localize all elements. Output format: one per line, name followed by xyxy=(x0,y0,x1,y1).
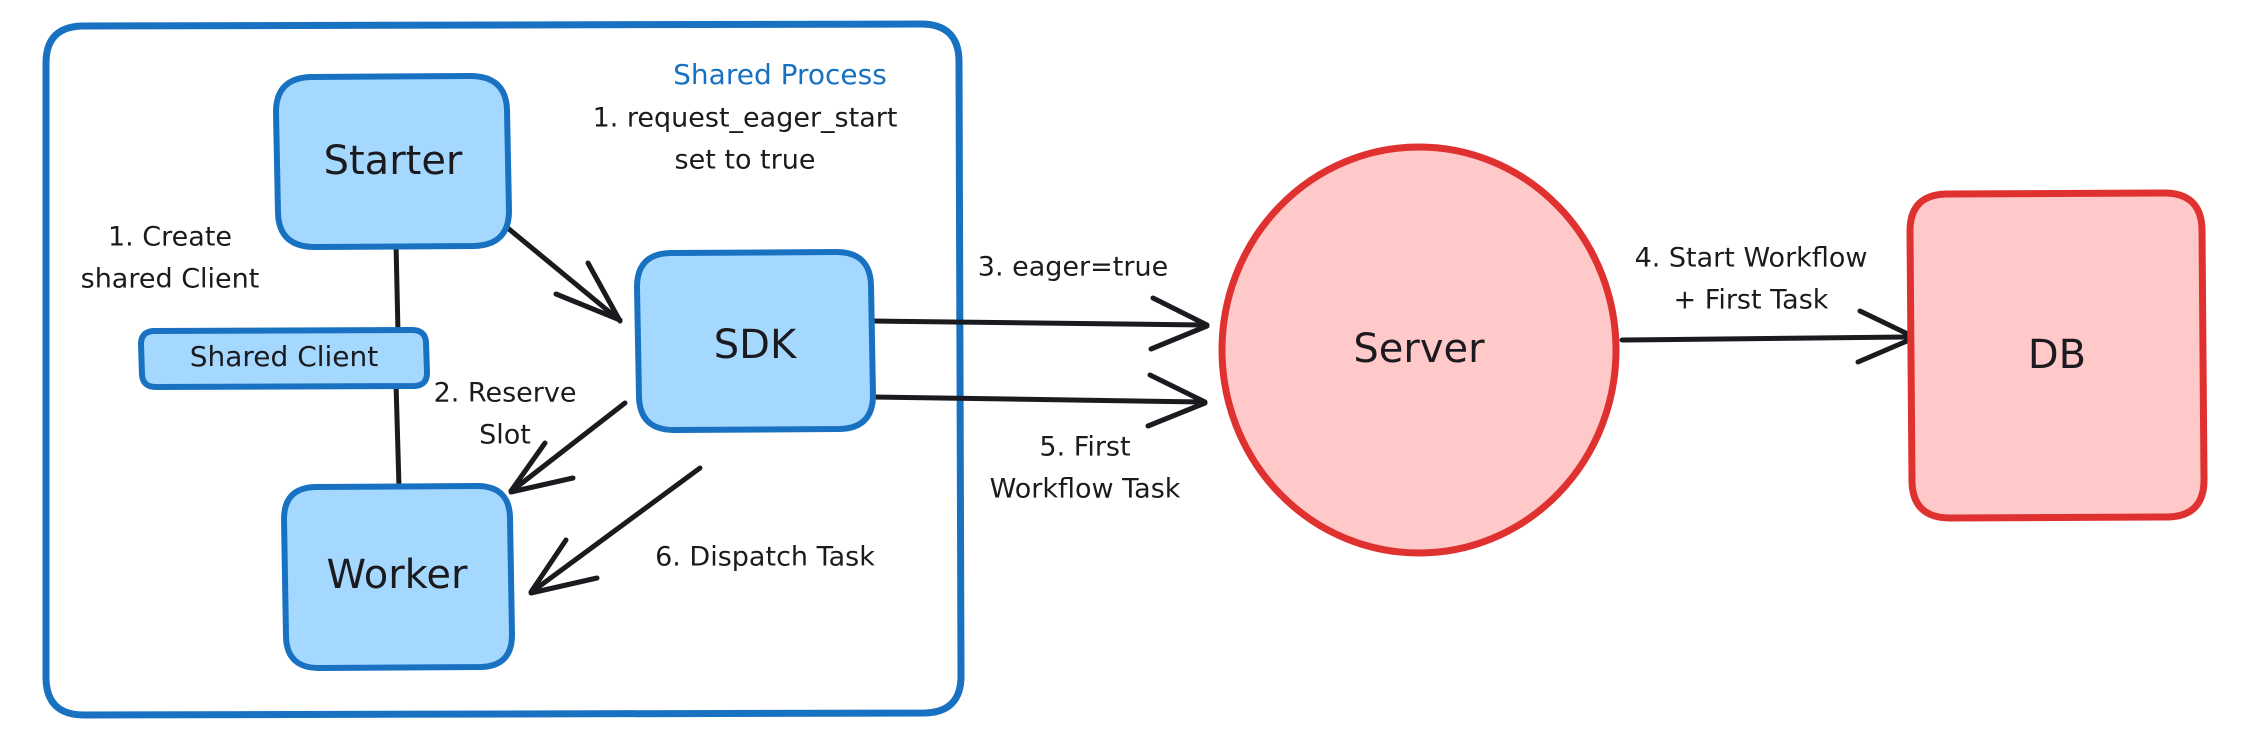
node-sdk[interactable]: SDK xyxy=(634,249,876,433)
starter-label: Starter xyxy=(324,138,463,184)
shared-client-box xyxy=(138,327,430,390)
arrow-head-upper-first-workflow-task xyxy=(1147,372,1208,405)
sdk-label: SDK xyxy=(714,322,798,368)
arrow-head-lower-first-workflow-task xyxy=(1145,400,1208,429)
connector-starter-shared-client xyxy=(393,240,401,336)
db-box xyxy=(1906,189,2208,522)
arrow-head-lower-reserve-slot xyxy=(508,475,576,495)
server-ellipse xyxy=(1218,143,1620,557)
node-db[interactable]: DB xyxy=(1906,189,2208,522)
label-start-workflow-line2: + First Task xyxy=(1674,285,1829,316)
label-start-workflow-line1: 4. Start Workflow xyxy=(1635,243,1868,274)
edge-first-workflow-task[interactable]: 5. First Workflow Task xyxy=(870,372,1208,505)
group-shared-process[interactable]: Shared Process xyxy=(42,20,965,719)
arrow-head-lower-dispatch-task xyxy=(528,575,600,596)
db-label: DB xyxy=(2028,332,2086,378)
arrow-line-start-workflow xyxy=(1619,334,1915,343)
arrow-head-lower-request-eager-start xyxy=(585,260,623,324)
arrow-head-upper-start-workflow xyxy=(1857,308,1917,340)
edge-create-shared-client[interactable]: 1. Create shared Client xyxy=(81,222,402,490)
server-label: Server xyxy=(1353,326,1485,372)
label-first-workflow-task-line1: 5. First xyxy=(1039,432,1130,463)
arrow-line-dispatch-task xyxy=(530,465,703,594)
worker-label: Worker xyxy=(327,552,468,598)
arrow-head-upper-eager-true xyxy=(1150,295,1210,328)
arrow-head-lower-start-workflow xyxy=(1855,335,1917,365)
worker-box xyxy=(281,483,515,671)
node-shared-client[interactable]: Shared Client xyxy=(138,327,430,390)
label-reserve-slot-line1: 2. Reserve xyxy=(434,378,577,409)
label-reserve-slot-line2: Slot xyxy=(479,420,531,451)
edge-eager-true[interactable]: 3. eager=true xyxy=(870,252,1210,352)
arrow-head-upper-reserve-slot xyxy=(508,440,548,494)
arrow-head-upper-request-eager-start xyxy=(553,291,623,323)
label-dispatch-task: 6. Dispatch Task xyxy=(655,542,875,573)
connector-shared-client-worker xyxy=(393,380,402,490)
sdk-box xyxy=(634,249,876,433)
arrow-line-eager-true xyxy=(870,318,1208,328)
label-create-shared-client-line2: shared Client xyxy=(81,264,260,295)
arrow-head-lower-eager-true xyxy=(1148,323,1210,352)
label-request-eager-start-line2: set to true xyxy=(675,145,816,176)
arrow-head-upper-dispatch-task xyxy=(528,537,569,595)
starter-box xyxy=(273,73,512,250)
edge-start-workflow-db[interactable]: 4. Start Workflow + First Task xyxy=(1619,243,1917,365)
arrow-line-request-eager-start xyxy=(495,217,621,322)
label-first-workflow-task-line2: Workflow Task xyxy=(990,474,1181,505)
arrow-line-reserve-slot xyxy=(510,400,628,493)
label-create-shared-client-line1: 1. Create xyxy=(108,222,232,253)
node-worker[interactable]: Worker xyxy=(281,483,515,671)
shared-process-label: Shared Process xyxy=(673,58,887,91)
label-request-eager-start-line1: 1. request_eager_start xyxy=(593,103,898,134)
node-starter[interactable]: Starter xyxy=(273,73,512,250)
shared-process-border xyxy=(42,20,965,719)
edge-dispatch-task[interactable]: 6. Dispatch Task xyxy=(528,465,875,596)
edge-request-eager-start[interactable]: 1. request_eager_start set to true xyxy=(495,103,898,324)
edge-reserve-slot[interactable]: 2. Reserve Slot xyxy=(434,378,628,495)
arrow-line-first-workflow-task xyxy=(870,394,1206,405)
label-eager-true: 3. eager=true xyxy=(978,252,1168,283)
shared-client-label: Shared Client xyxy=(190,340,379,373)
node-server[interactable]: Server xyxy=(1218,143,1620,557)
